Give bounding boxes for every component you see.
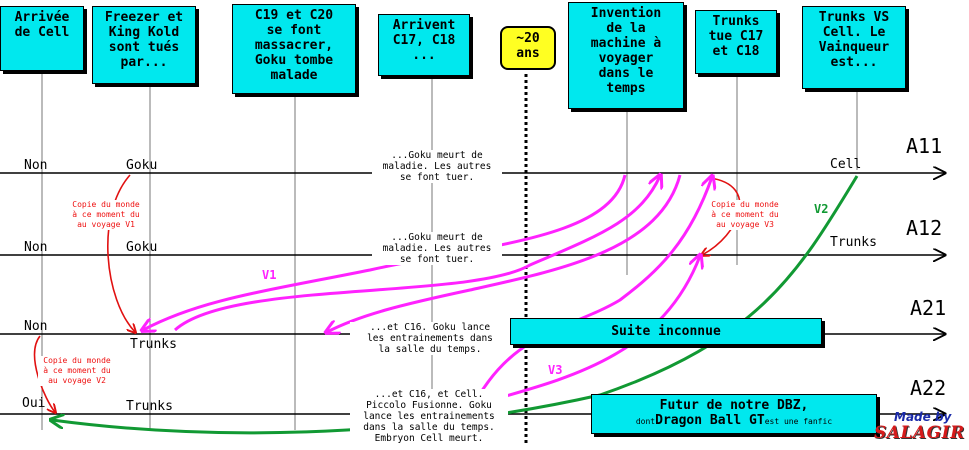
a22-note: ...et C16, et Cell. Piccolo Fusionne. Go…	[350, 389, 508, 444]
twenty-years-badge: ~20 ans	[500, 26, 556, 70]
voyage-v1-tag: V1	[262, 268, 277, 282]
futur-line1: Futur de notre DBZ,	[659, 398, 809, 413]
voyage-v3-arrow-b	[477, 256, 700, 406]
event-trunks-tue: Trunks tue C17 et C18	[695, 10, 777, 74]
a12-left-label: Non	[24, 240, 48, 255]
voyage-v2-tag: V2	[814, 202, 829, 216]
timeline-name-a21: A21	[910, 296, 947, 320]
a21-note: ...et C16. Goku lance les entrainements …	[350, 322, 510, 355]
a21-left-label: Non	[24, 319, 48, 334]
a11-right-label: Cell	[830, 157, 862, 172]
timeline-name-a11: A11	[906, 134, 943, 158]
futur-gt: Dragon Ball GT	[655, 413, 765, 428]
voyage-v1-arrow-a	[143, 174, 627, 330]
copy-arrow-v1	[107, 174, 135, 332]
copy-note-v2: Copie du monde à ce moment du au voyage …	[38, 356, 116, 386]
copy-note-v3: Copie du monde à ce moment du au voyage …	[706, 200, 784, 230]
voyage-v3-arrow-a	[468, 177, 712, 413]
futur-box: Futur de notre DBZ, dontDragon Ball GTes…	[591, 394, 877, 434]
a11-note: ...Goku meurt de maladie. Les autres se …	[372, 150, 502, 183]
event-invention: Invention de la machine à voyager dans l…	[568, 2, 684, 109]
event-trunks-vs-cell: Trunks VS Cell. Le Vainqueur est...	[802, 6, 906, 89]
event-c19-c20: C19 et C20 se font massacrer, Goku tombe…	[232, 4, 356, 94]
a12-mid-label: Goku	[126, 240, 158, 255]
suite-inconnue-label: Suite inconnue	[611, 324, 721, 339]
futur-dont: dont	[635, 417, 656, 426]
credit-made-by: Made by	[894, 410, 952, 424]
event-arrivent: Arrivent C17, C18 ...	[378, 14, 470, 76]
voyage-v1-arrow-b	[173, 176, 660, 332]
suite-inconnue-box: Suite inconnue	[510, 318, 822, 345]
event-freezer: Freezer et King Kold sont tués par...	[92, 6, 196, 84]
a11-mid-label: Goku	[126, 158, 158, 173]
voyage-v3-tag: V3	[548, 363, 563, 377]
a12-right-label: Trunks	[830, 235, 877, 250]
timeline-name-a22: A22	[910, 376, 947, 400]
a11-left-label: Non	[24, 158, 48, 173]
credit-author: SALAGIR	[874, 423, 965, 443]
a12-note: ...Goku meurt de maladie. Les autres se …	[372, 232, 502, 265]
voyage-v1-arrow-c	[327, 174, 682, 332]
timeline-name-a12: A12	[906, 216, 943, 240]
copy-note-v1: Copie du monde à ce moment du au voyage …	[64, 200, 148, 230]
a22-left-label: Oui	[22, 396, 46, 411]
a22-mid-label: Trunks	[126, 399, 173, 414]
a21-mid-label: Trunks	[130, 337, 177, 352]
voyage-v2-arrow	[52, 175, 859, 435]
futur-rest: est une fanfic	[764, 417, 833, 426]
event-arrivee-cell: Arrivée de Cell	[0, 6, 84, 71]
